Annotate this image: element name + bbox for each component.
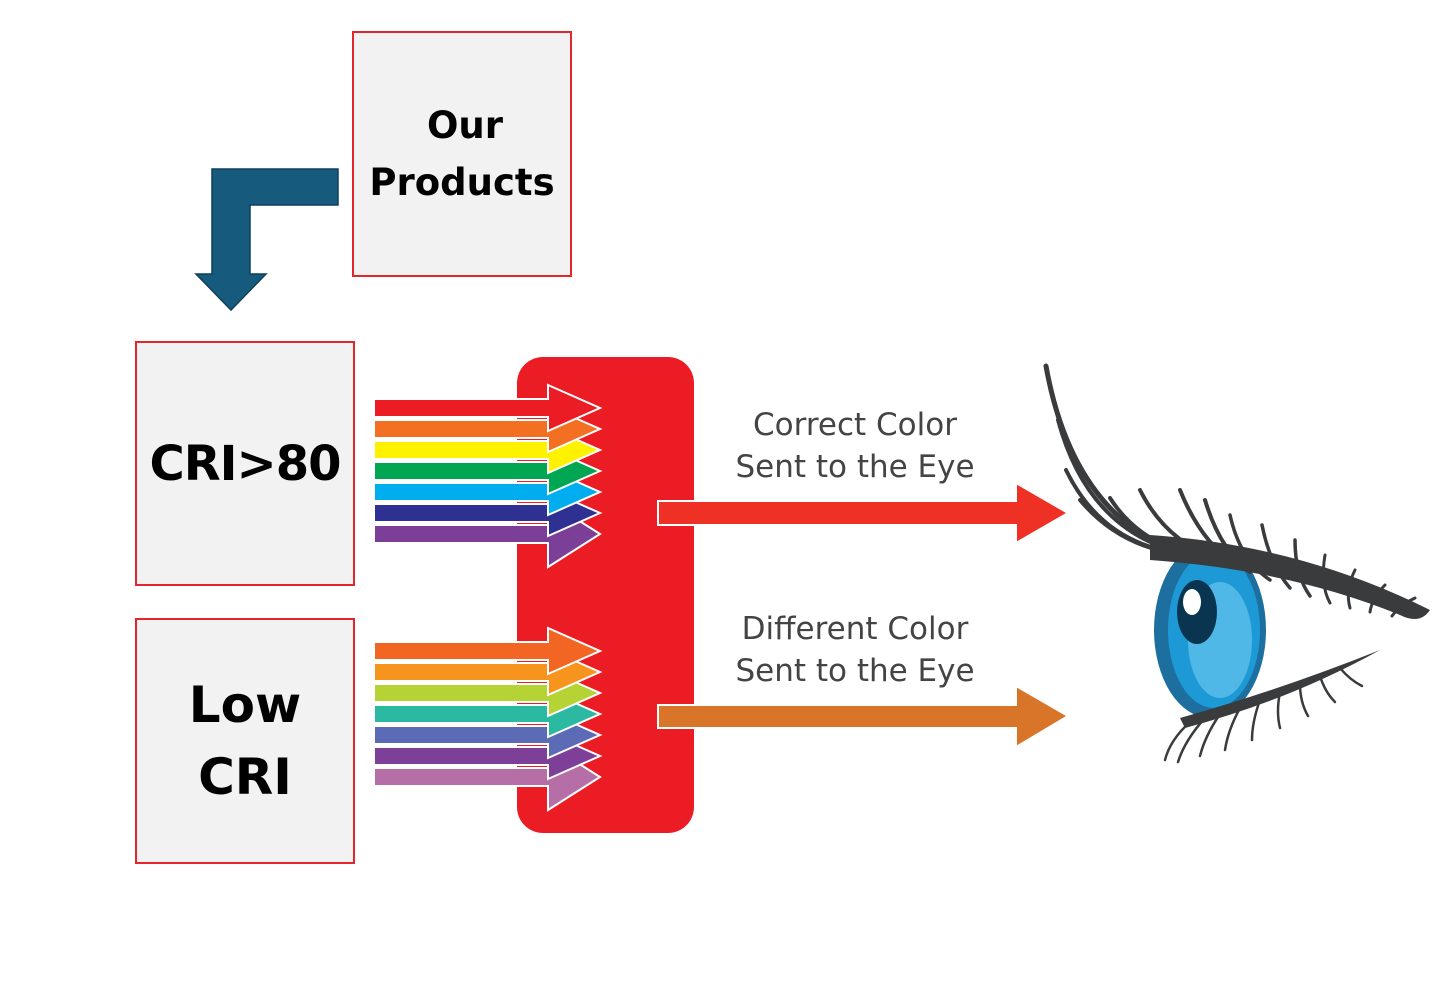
different-color-line1: Different Color xyxy=(741,611,969,647)
correct-color-line1: Correct Color xyxy=(753,407,957,443)
different-color-arrow xyxy=(657,684,1070,749)
high-cri-label: CRI>80 xyxy=(149,435,341,492)
spectrum-band xyxy=(373,626,603,676)
low-cri-line2: CRI xyxy=(198,748,292,806)
eye-icon xyxy=(1043,363,1430,764)
bend-arrow xyxy=(194,168,339,312)
our-products-line2: Products xyxy=(369,161,555,204)
different-color-label: Different Color Sent to the Eye xyxy=(705,608,1005,692)
low-cri-box: Low CRI xyxy=(135,618,355,864)
low-cri-line1: Low xyxy=(188,676,302,734)
our-products-box: Our Products xyxy=(352,31,572,277)
different-color-line2: Sent to the Eye xyxy=(735,653,975,689)
high-cri-box: CRI>80 xyxy=(135,341,355,586)
high-cri-spectrum-arrow xyxy=(373,383,603,569)
correct-color-line2: Sent to the Eye xyxy=(735,449,975,485)
correct-color-label: Correct Color Sent to the Eye xyxy=(705,404,1005,488)
spectrum-band xyxy=(373,383,603,433)
low-cri-spectrum-arrow xyxy=(373,626,603,812)
our-products-line1: Our xyxy=(426,104,504,147)
correct-color-arrow xyxy=(657,481,1071,545)
